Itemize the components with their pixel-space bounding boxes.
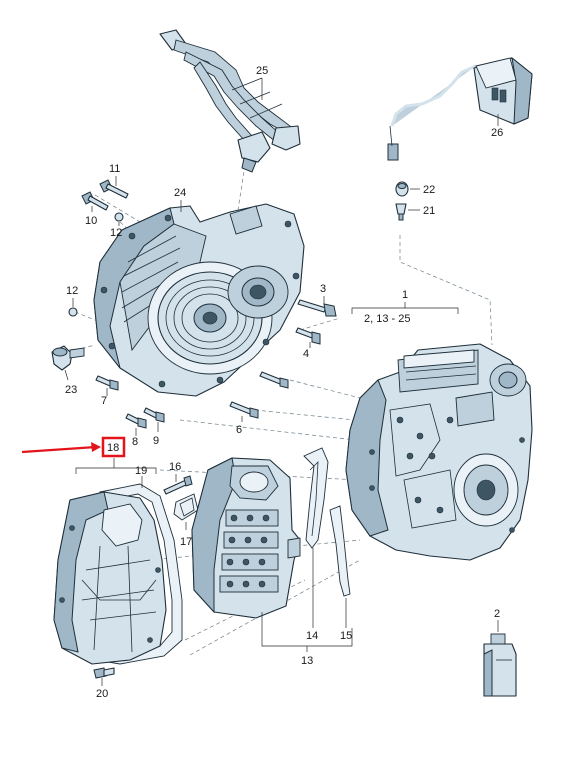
highlight-box-18 (101, 436, 126, 458)
callout-4: 4 (303, 348, 309, 360)
callout-1-range: 2, 13 - 25 (364, 313, 410, 325)
callout-16: 16 (169, 461, 181, 473)
callout-12-lower: 12 (66, 285, 78, 297)
callout-17: 17 (180, 536, 192, 548)
gasket-part-14 (303, 447, 329, 549)
bolt-part-10 (81, 191, 109, 211)
callout-22: 22 (423, 184, 435, 196)
callout-11: 11 (109, 163, 120, 175)
bolt-part-6 (229, 401, 259, 419)
bolt-part-4 (295, 327, 321, 345)
control-module-part-26 (387, 56, 533, 161)
bracket-18 (75, 467, 157, 474)
callout-26: 26 (491, 127, 503, 139)
gasket-part-15 (329, 505, 351, 597)
callout-23: 23 (65, 384, 77, 396)
callout-2: 2 (494, 608, 500, 620)
bolt-right-upper (259, 371, 289, 389)
callout-9: 9 (153, 435, 159, 447)
bolt-part-7 (95, 375, 119, 391)
callout-21: 21 (423, 205, 435, 217)
transmission-assembly-part-1 (345, 343, 533, 561)
bolt-part-20 (93, 667, 115, 679)
callout-18: 18 (107, 442, 119, 454)
callout-25: 25 (256, 65, 268, 77)
callout-15: 15 (340, 630, 352, 642)
gearbox-housing-part-24 (93, 203, 305, 397)
retaining-pin-part-21 (395, 203, 407, 221)
callout-19: 19 (135, 465, 147, 477)
plug-part-12-top (114, 212, 124, 222)
callout-12-top: 12 (110, 227, 122, 239)
callout-13: 13 (301, 655, 313, 667)
callout-8: 8 (132, 436, 138, 448)
vent-hose-assembly-part-25 (159, 29, 301, 173)
oil-bottle-part-2 (483, 633, 517, 697)
seal-plug-part-22 (395, 181, 409, 197)
gasket-part-17 (173, 493, 199, 521)
bolt-part-3 (297, 299, 337, 317)
bolt-part-9 (143, 407, 165, 423)
bolt-part-11 (99, 179, 129, 199)
callout-24: 24 (174, 187, 186, 199)
callout-1: 1 (402, 289, 408, 301)
valve-body-part-13 (191, 457, 301, 619)
callout-20: 20 (96, 688, 108, 700)
callout-10: 10 (85, 215, 97, 227)
callout-14: 14 (306, 630, 318, 642)
bolt-part-16 (163, 475, 193, 495)
bolt-part-8 (125, 413, 147, 429)
plug-part-12-lower (68, 307, 78, 317)
callout-3: 3 (320, 283, 326, 295)
callout-7: 7 (101, 395, 107, 407)
red-pointer-arrow (21, 442, 101, 454)
callout-6: 6 (236, 424, 242, 436)
sensor-part-23 (51, 345, 85, 371)
oil-pan-cover-part-18 (53, 491, 167, 665)
